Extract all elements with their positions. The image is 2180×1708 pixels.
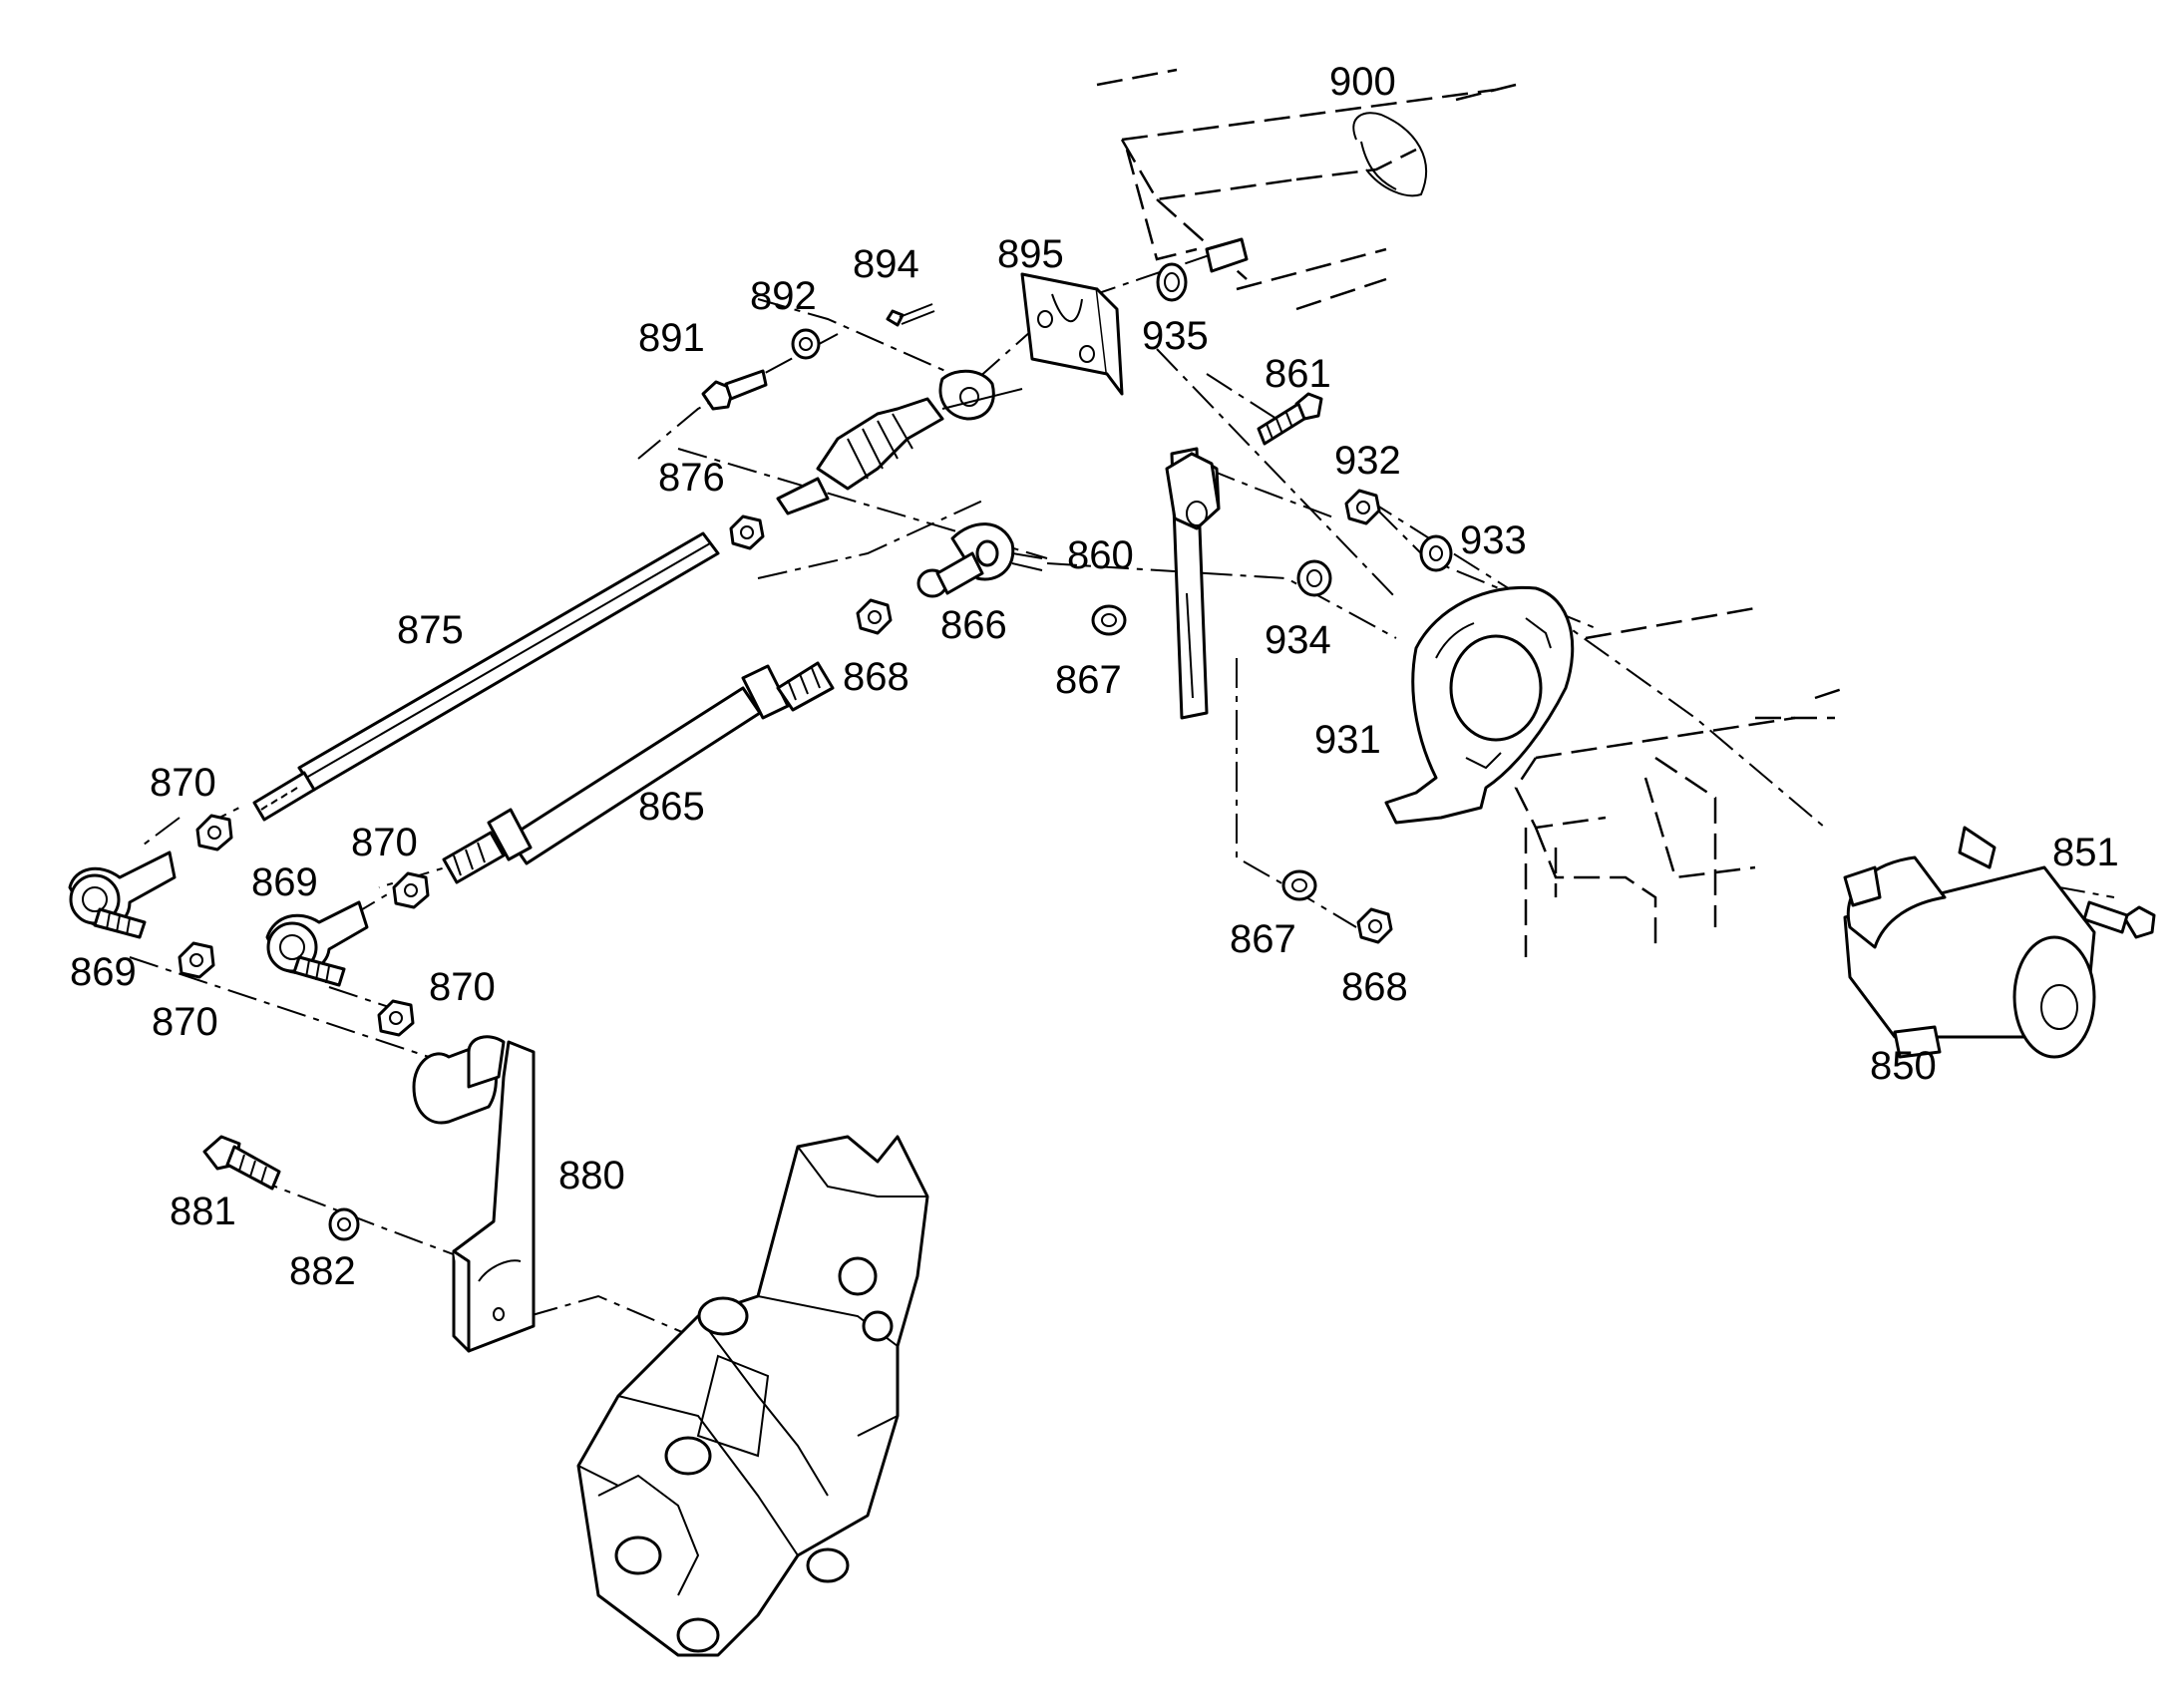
cam-bracket-931 [1384,585,1575,825]
washer-892 [791,328,821,360]
callout-892: 892 [750,274,817,318]
spring-clip-900 [1352,112,1427,197]
lever-arm-880 [412,1035,536,1353]
callout-894: 894 [853,242,919,286]
chassis-frame-outline [1096,68,1846,957]
callout-870-c: 870 [152,1000,218,1044]
callout-860: 860 [1067,533,1134,577]
callout-867-upper: 867 [1055,658,1122,702]
nut-870-b [392,871,430,909]
hex-nut-876 [729,514,765,550]
cable-boot-assembly [776,369,1023,515]
callout-933: 933 [1460,518,1527,562]
callout-880: 880 [558,1154,625,1197]
rod-end-866 [916,522,1043,598]
nut-870-a [195,814,233,852]
callout-869-left: 869 [70,950,137,994]
nut-870-c [178,941,215,979]
callout-869-right: 869 [251,860,318,904]
washer-882 [328,1207,360,1241]
nut-868-lower [1356,907,1393,944]
callout-851: 851 [2052,831,2119,874]
shaft-washer-935 [1156,237,1249,302]
long-rod-875 [252,531,720,822]
bolt-861 [1257,392,1323,446]
callout-934: 934 [1265,618,1331,662]
callout-935: 935 [1142,314,1209,358]
callout-850: 850 [1870,1044,1937,1088]
ball-joint-869-right [265,900,369,987]
nut-868-upper [856,598,893,635]
callout-labels: 900 894 895 892 891 935 861 876 932 933 … [70,60,2119,1293]
washer-934 [1296,559,1332,597]
callout-931: 931 [1314,718,1381,762]
callout-891: 891 [638,316,705,360]
callout-932: 932 [1334,439,1401,483]
washer-867-upper [1091,604,1127,636]
assembly-leader-lines [129,248,2115,1357]
callout-867-lower: 867 [1230,917,1296,961]
callout-876: 876 [658,456,725,500]
transmission-housing [576,1135,929,1657]
callout-875: 875 [397,608,464,652]
callout-868-lower: 868 [1341,965,1408,1009]
callout-900: 900 [1329,60,1396,104]
callout-870-a: 870 [150,761,216,805]
actuator-motor-850 [1843,826,2096,1059]
washer-867-lower [1281,869,1317,901]
callout-870-b: 870 [351,821,418,864]
slotted-lever-860 [1165,447,1221,720]
callout-865: 865 [638,785,705,829]
callout-895: 895 [997,232,1064,276]
bolt-891 [701,369,768,411]
bolt-881 [202,1135,281,1191]
hex-nut-932 [1344,489,1381,525]
washer-933 [1419,534,1453,572]
screw-851 [2082,900,2156,939]
callout-866: 866 [940,603,1007,647]
threaded-rod-865 [442,661,835,884]
callout-870-d: 870 [429,965,496,1009]
nut-870-d [377,999,415,1037]
callout-868-upper: 868 [843,655,909,699]
ball-joint-869-left [68,851,177,939]
callout-882: 882 [289,1249,356,1293]
bracket-plate-895 [1020,272,1124,396]
callout-881: 881 [170,1190,236,1233]
callout-861: 861 [1265,352,1331,396]
screw-894 [886,303,935,327]
